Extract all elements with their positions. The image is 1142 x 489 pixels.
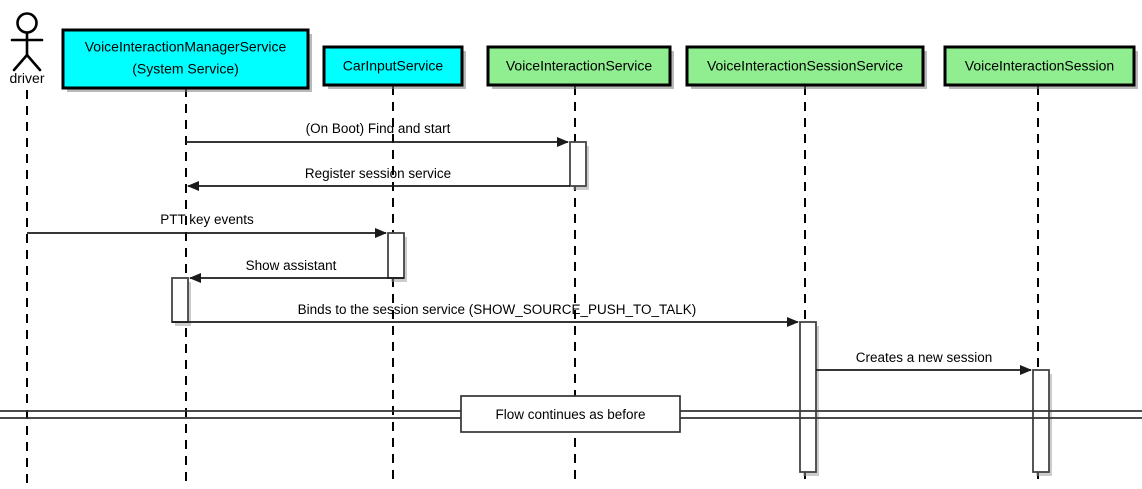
message-label-m5: Binds to the session service (SHOW_SOURC…: [298, 302, 697, 317]
activation-bars-group: [171, 141, 1052, 476]
message-ptt-key-events[interactable]: PTT key events: [27, 212, 387, 238]
message-label-m2: Register session service: [305, 166, 451, 181]
activation-bar-vsess-service: [799, 321, 817, 473]
message-on-boot-find-and-start[interactable]: (On Boot) Find and start: [186, 121, 569, 147]
activation-bar-carinput: [387, 232, 405, 279]
divider-box: [460, 395, 681, 433]
message-label-m6: Creates a new session: [856, 350, 993, 365]
participant-box-vsession[interactable]: [943, 45, 1136, 87]
participant-sublabel-vims: (System Service): [132, 61, 239, 77]
participant-label-driver: driver: [9, 70, 44, 86]
message-binds-to-session-service[interactable]: Binds to the session service (SHOW_SOURC…: [172, 302, 799, 327]
activation-bar-vims: [171, 277, 189, 323]
participant-box-carinput[interactable]: [322, 45, 464, 87]
message-register-session-service[interactable]: Register session service: [187, 166, 570, 191]
participant-vsess-service[interactable]: VoiceInteractionSessionService: [685, 45, 927, 89]
message-creates-a-new-session[interactable]: Creates a new session: [816, 350, 1032, 375]
participant-driver[interactable]: driver: [9, 12, 45, 87]
participant-label-vsess-service: VoiceInteractionSessionService: [707, 58, 903, 74]
participant-label-vims: VoiceInteractionManagerService: [85, 39, 287, 55]
participant-label-vsession: VoiceInteractionSession: [965, 58, 1114, 74]
message-label-m3: PTT key events: [160, 212, 254, 227]
activation-bar-vis: [569, 141, 587, 187]
participant-box-vims[interactable]: [61, 28, 310, 90]
participant-vis[interactable]: VoiceInteractionService: [486, 45, 674, 89]
message-label-m1: (On Boot) Find and start: [306, 121, 451, 136]
participant-label-vis: VoiceInteractionService: [506, 58, 653, 74]
participant-box-vis[interactable]: [486, 45, 672, 87]
participant-carinput[interactable]: CarInputService: [322, 45, 466, 89]
activation-bar-vsession: [1032, 369, 1050, 473]
divider-label: Flow continues as before: [495, 407, 645, 422]
participant-label-carinput: CarInputService: [343, 58, 444, 74]
participant-box-vsess-service[interactable]: [685, 45, 925, 87]
participant-vims[interactable]: VoiceInteractionManagerService (System S…: [61, 28, 312, 92]
message-label-m4: Show assistant: [246, 258, 337, 273]
participant-vsession[interactable]: VoiceInteractionSession: [943, 45, 1138, 89]
stick-figure-icon: [10, 12, 44, 72]
message-show-assistant[interactable]: Show assistant: [189, 258, 404, 283]
flow-divider: Flow continues as before: [0, 395, 1142, 433]
